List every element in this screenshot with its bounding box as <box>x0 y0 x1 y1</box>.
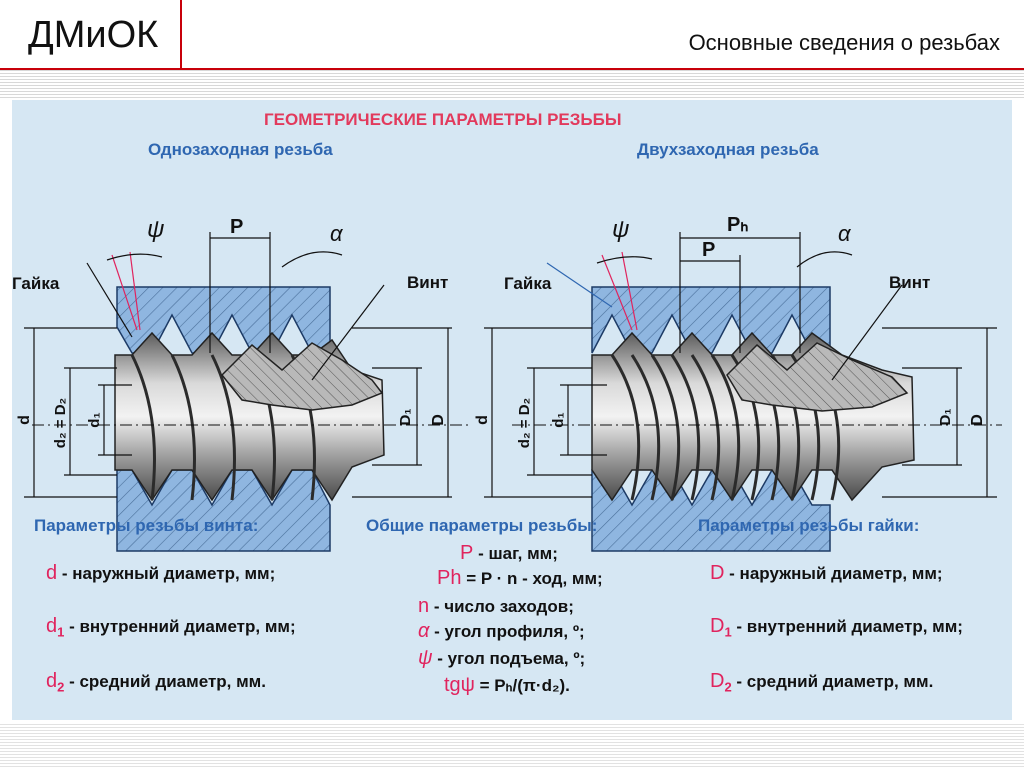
common-param-starts: n - число заходов; <box>418 595 574 617</box>
screw-params-heading: Параметры резьбы винта: <box>34 516 259 535</box>
nut-params-heading: Параметры резьбы гайки: <box>698 516 920 535</box>
nut-param-D2: D2 - средний диаметр, мм. <box>710 670 934 695</box>
right-D-label: D <box>969 414 986 426</box>
right-lead-label: Pₕ <box>727 214 748 236</box>
left-D1-label: D₁ <box>397 408 414 425</box>
slide-subtitle: Основные сведения о резьбах <box>688 30 1000 55</box>
right-screw-section <box>726 342 909 412</box>
header-stripes <box>0 68 1024 100</box>
left-heading: Однозаходная резьба <box>148 140 333 159</box>
left-d1-label: d₁ <box>86 412 103 427</box>
common-param-tgpsi: tgψ = Pₕ/(π·d₂). <box>444 674 570 696</box>
left-d2-label: d₂ = D₂ <box>52 398 69 448</box>
right-pitch-label: P <box>702 239 715 261</box>
right-alpha-label: α <box>838 221 852 246</box>
left-pitch-label: P <box>230 216 243 238</box>
header-red-line <box>0 68 1024 70</box>
nut-param-D1: D1 - внутренний диаметр, мм; <box>710 615 963 640</box>
slide-header: ДМиОК Основные сведения о резьбах <box>0 0 1024 68</box>
diagram-title: ГЕОМЕТРИЧЕСКИЕ ПАРАМЕТРЫ РЕЗЬБЫ <box>264 110 622 129</box>
screw-param-d: d - наружный диаметр, мм; <box>46 562 276 584</box>
right-thread-assembly: ψ Pₕ P α Гайка Винт d d₂ = D₂ d₁ D₁ D <box>474 214 1002 552</box>
right-D1-label: D₁ <box>937 408 954 425</box>
right-nut-label: Гайка <box>504 274 552 293</box>
right-d-label: d <box>474 415 491 425</box>
right-heading: Двухзаходная резьба <box>637 140 819 159</box>
left-screw-label: Винт <box>407 273 448 292</box>
course-title: ДМиОК <box>28 14 159 56</box>
footer-stripes <box>0 722 1024 767</box>
common-param-psi: ψ - угол подъема, º; <box>418 647 586 669</box>
left-screw-section <box>220 342 384 411</box>
left-D-label: D <box>430 414 447 426</box>
common-param-lead: Ph = P · n - ход, мм; <box>437 567 603 589</box>
right-psi-label: ψ <box>612 216 629 243</box>
left-nut-label: Гайка <box>12 274 60 293</box>
common-params-heading: Общие параметры резьбы: <box>366 516 598 535</box>
right-d2-label: d₂ = D₂ <box>516 398 533 448</box>
left-alpha-label: α <box>330 221 344 246</box>
screw-param-d1: d1 - внутренний диаметр, мм; <box>46 615 296 640</box>
left-psi-label: ψ <box>147 216 164 243</box>
left-d-label: d <box>16 415 33 425</box>
screw-param-d2: d2 - средний диаметр, мм. <box>46 670 266 695</box>
left-thread-assembly: ψ P α Гайка Винт d d₂ = D₂ d₁ D₁ D <box>12 216 472 552</box>
right-nut-bottom <box>591 469 831 552</box>
right-d1-label: d₁ <box>550 412 567 427</box>
thread-diagram: ψ P α Гайка Винт d d₂ = D₂ d₁ D₁ D <box>12 214 1002 552</box>
diagram-panel: ГЕОМЕТРИЧЕСКИЕ ПАРАМЕТРЫ РЕЗЬБЫ Однозахо… <box>12 100 1012 720</box>
nut-param-D: D - наружный диаметр, мм; <box>710 562 943 584</box>
header-divider <box>180 0 182 68</box>
common-param-pitch: P - шаг, мм; <box>460 542 558 564</box>
common-param-alpha: α - угол профиля, º; <box>418 620 585 642</box>
right-screw-label: Винт <box>889 273 930 292</box>
